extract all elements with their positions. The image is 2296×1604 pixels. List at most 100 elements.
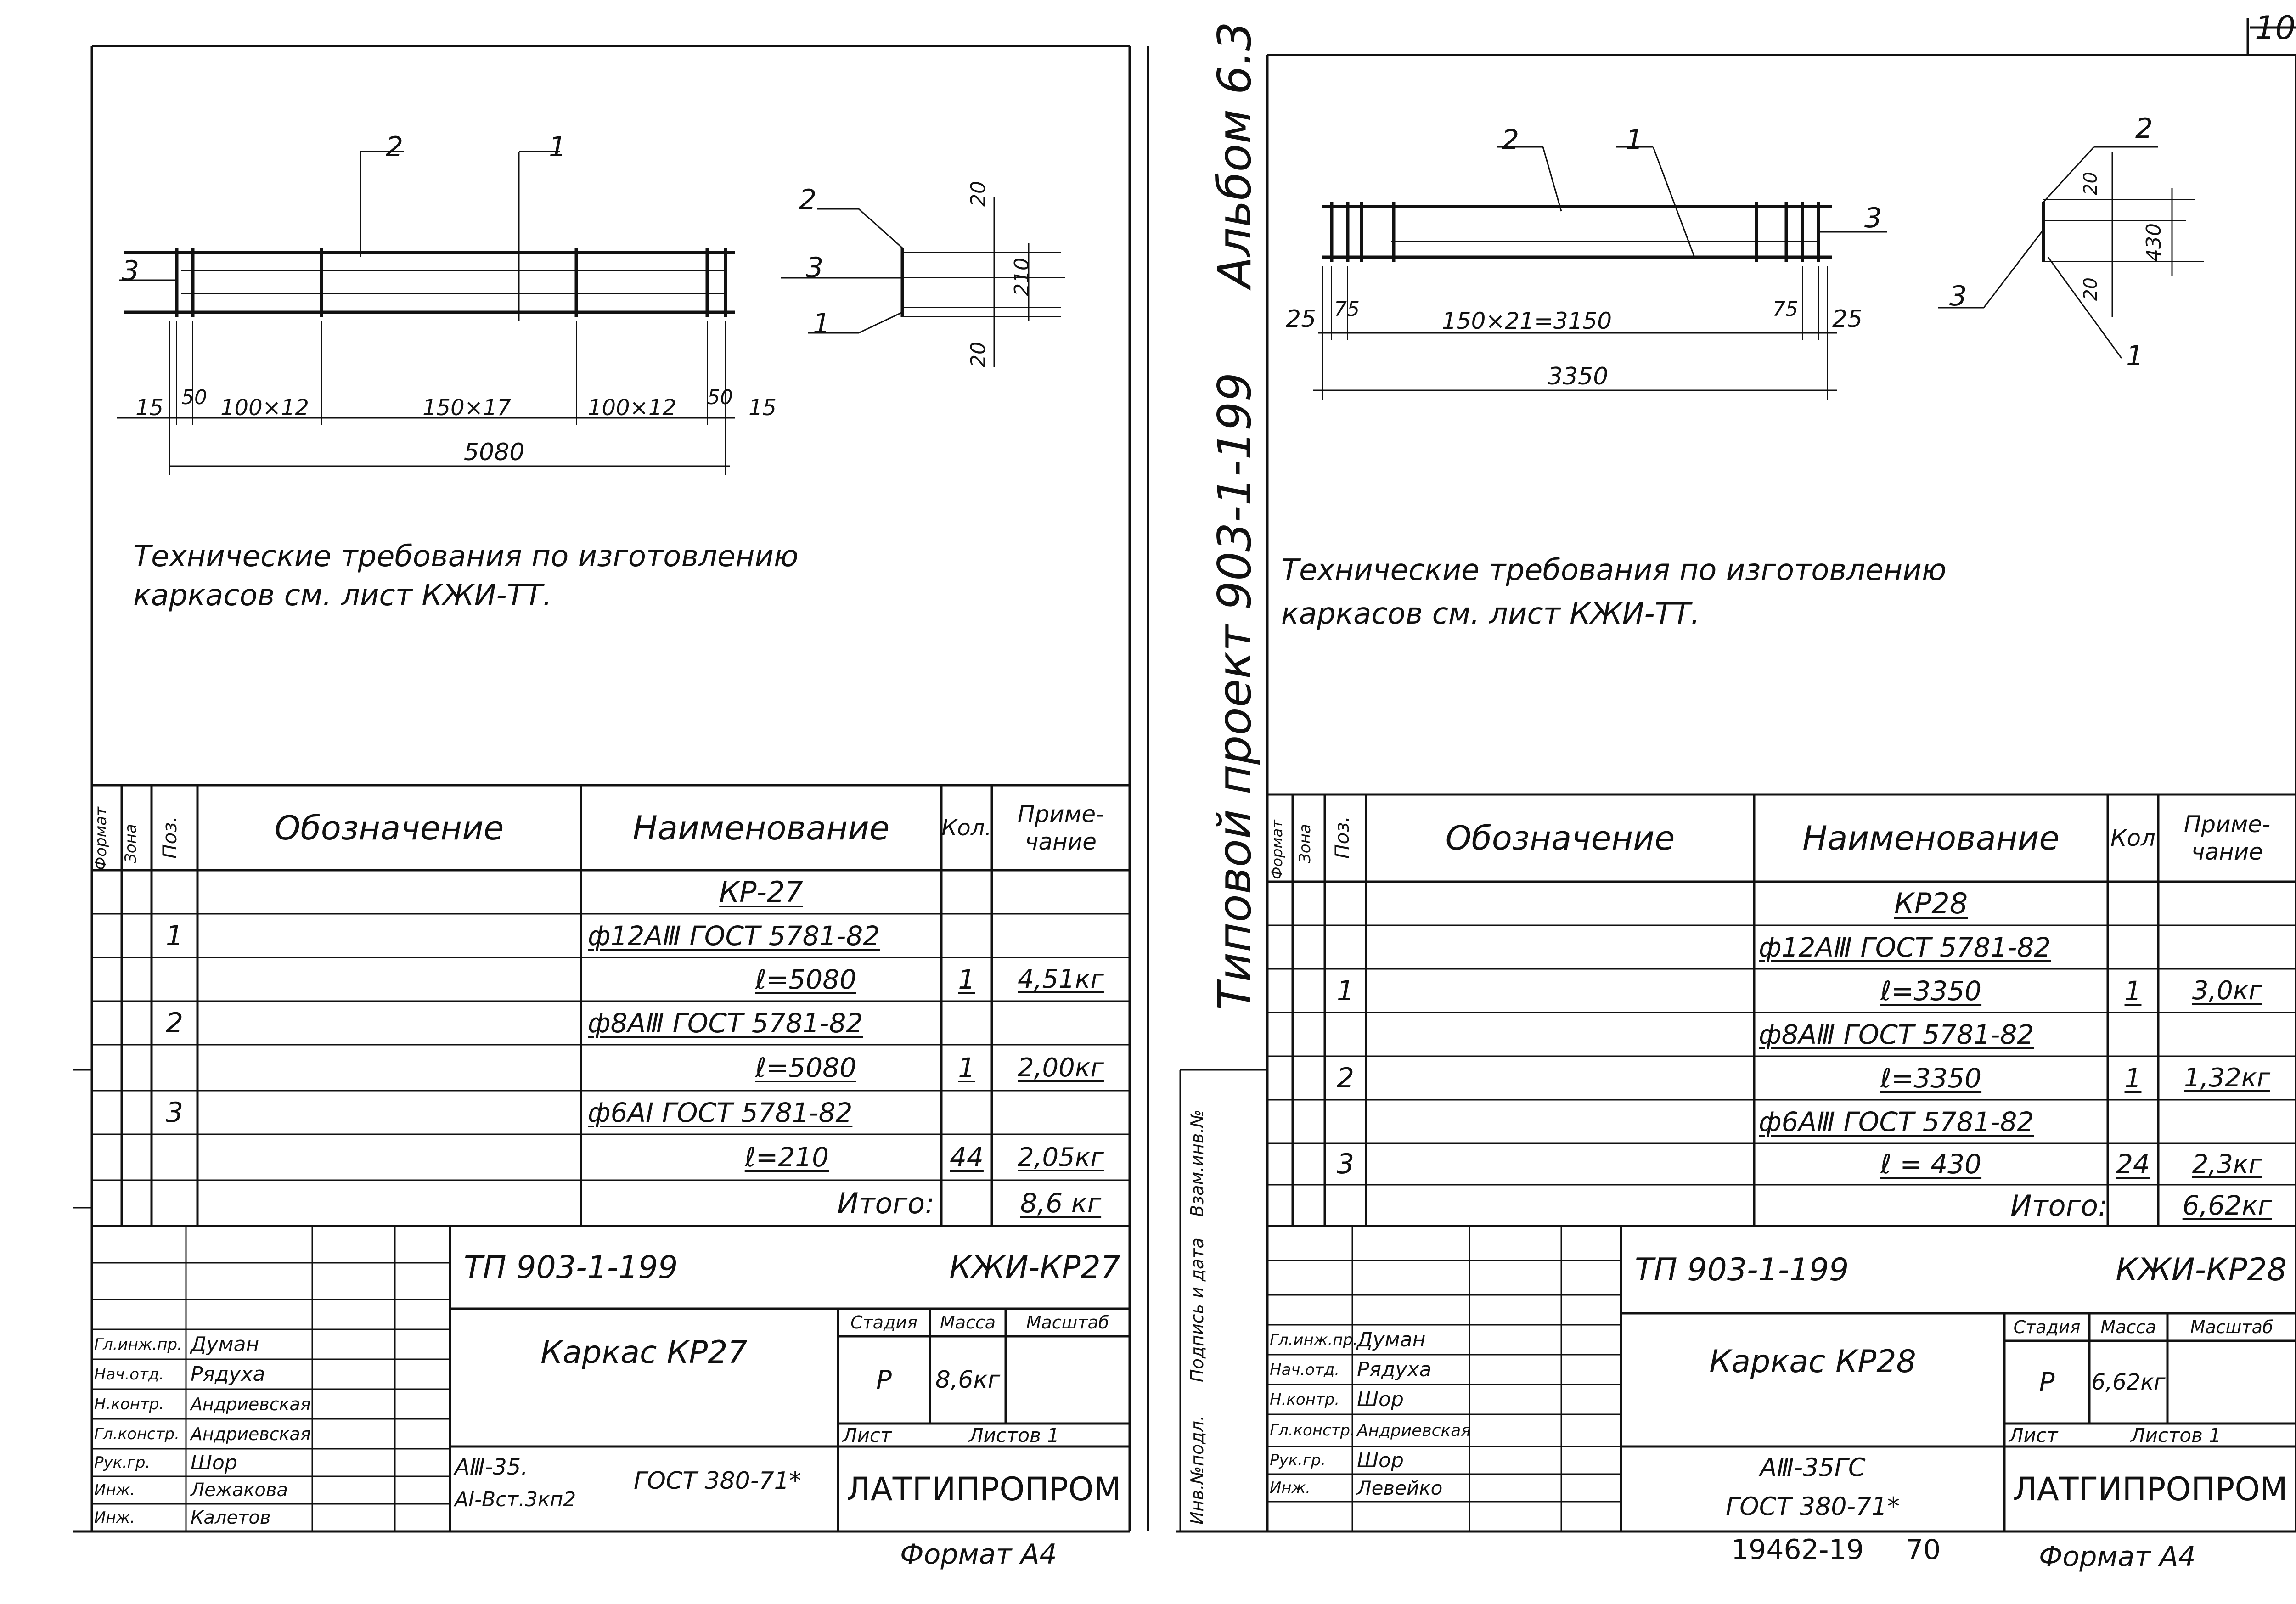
kr27-row5-name: ф6АⅠ ГОСТ 5781-82 <box>588 1097 853 1128</box>
kr28-row3-name: ф8АⅢ ГОСТ 5781-82 <box>1759 1019 2034 1050</box>
kr27-title-block-rows <box>73 1069 450 1531</box>
side-label-inventory: Инв.№подл. <box>1187 1415 1207 1525</box>
kr27-row2-note: 4,51кг <box>1018 964 1104 994</box>
kr28-role-0: Гл.инж.пр. <box>1270 1330 1358 1349</box>
kr27-spec-title: КР-27 <box>719 875 803 909</box>
kr28-row2-pos: 1 <box>1336 974 1355 1007</box>
project-label: Типовой проект 903-1-199 <box>1208 372 1261 1010</box>
kr28-material-gost: ГОСТ 380-71* <box>1726 1491 1900 1521</box>
kr28-total-value: 6,62кг <box>2182 1190 2272 1221</box>
kr28-role-4: Рук.гр. <box>1270 1451 1326 1469</box>
kr27-person-4: Шор <box>191 1451 237 1475</box>
side-label-signature: Подпись и дата <box>1187 1238 1207 1382</box>
kr27-header-zone: Зона <box>122 824 140 863</box>
kr28-dim-25-right: 25 <box>1832 305 1863 333</box>
kr28-sheets-label: Листов 1 <box>2131 1424 2221 1446</box>
kr27-spec-grid <box>92 784 1130 1227</box>
kr27-dim-100x12-right: 100×12 <box>588 395 676 421</box>
kr27-row1-pos: 1 <box>165 919 184 952</box>
left-sheet-frame <box>73 45 1149 1533</box>
kr27-mass-label: Масса <box>940 1312 996 1333</box>
kr27-dim-total: 5080 <box>464 439 525 466</box>
kr27-role-1: Нач.отд. <box>94 1365 164 1384</box>
kr27-person-2: Андриевская <box>191 1394 311 1414</box>
kr28-row6-pos: 3 <box>1336 1148 1355 1180</box>
page-number: 104 <box>2255 9 2296 47</box>
kr27-role-4: Рук.гр. <box>94 1453 151 1472</box>
kr27-format: Формат А4 <box>900 1538 1057 1570</box>
kr27-row6-note: 2,05кг <box>1018 1142 1104 1172</box>
kr27-header-pos: Поз. <box>158 816 181 859</box>
kr28-spec-rows <box>1267 924 2296 1186</box>
kr27-organization: ЛАТГИПРОПРОМ <box>846 1470 1121 1508</box>
kr28-row2-qty: 1 <box>2124 975 2142 1007</box>
kr28-row1-name: ф12АⅢ ГОСТ 5781-82 <box>1759 931 2051 963</box>
kr28-header-pos: Поз. <box>1331 816 1353 859</box>
kr27-mass: 8,6кг <box>935 1366 1001 1394</box>
kr28-section-dim-20-bottom: 20 <box>2080 277 2101 301</box>
kr28-dim-75-left: 75 <box>1334 298 1360 321</box>
kr27-total-value: 8,6 кг <box>1020 1188 1102 1219</box>
kr28-sheet-code: КЖИ-КР28 <box>2116 1251 2287 1288</box>
kr28-row4-name: ℓ=3350 <box>1880 1062 1982 1094</box>
kr27-header-note: Приме-чание <box>1017 800 1104 855</box>
kr28-drawing-name: Каркас КР28 <box>1709 1343 1916 1380</box>
archive-sheet-number: 70 <box>1906 1534 1941 1566</box>
kr27-position-3: 3 <box>122 255 140 287</box>
kr27-position-1: 1 <box>549 131 567 163</box>
kr28-person-1: Рядуха <box>1357 1358 1432 1381</box>
kr28-header-format: Формат <box>1268 820 1286 879</box>
kr28-stage-label: Стадия <box>2013 1317 2081 1337</box>
kr27-tech-requirements-line2: каркасов см. лист КЖИ-ТТ. <box>133 579 552 613</box>
kr28-section-dim-20-top: 20 <box>2080 172 2101 195</box>
kr27-row5-pos: 3 <box>165 1096 184 1129</box>
kr27-position-2: 2 <box>386 131 404 163</box>
kr27-tech-requirements-line1: Технические требования по изготовлению <box>133 540 799 574</box>
kr28-row4-qty: 1 <box>2124 1062 2142 1094</box>
kr28-stage: Р <box>2039 1367 2055 1397</box>
kr27-dim-150x17: 150×17 <box>422 395 511 421</box>
kr28-section-position-2: 2 <box>2135 113 2153 145</box>
kr28-spec-title: КР28 <box>1894 887 1968 920</box>
kr28-format: Формат А4 <box>2039 1541 2196 1573</box>
kr27-section-position-3: 3 <box>806 252 824 284</box>
kr27-role-0: Гл.инж.пр. <box>94 1335 182 1354</box>
kr27-dim-50-right: 50 <box>707 386 733 409</box>
kr27-header-name: Наименование <box>632 808 890 847</box>
kr28-cage-section <box>1938 146 2204 359</box>
kr28-project-code: ТП 903-1-199 <box>1635 1251 1849 1288</box>
kr27-row4-name: ℓ=5080 <box>755 1052 856 1083</box>
kr28-header-zone: Зона <box>1296 824 1314 863</box>
kr28-header-note: Приме-чание <box>2183 811 2271 865</box>
kr27-dim-15-right: 15 <box>748 395 777 421</box>
kr27-person-0: Думан <box>191 1333 259 1356</box>
album-label: Типовой проект 903-1-199 Альбом 6.3 <box>1208 22 1261 1010</box>
kr28-title-block-rows <box>1179 1069 1621 1531</box>
kr27-scale-label: Масштаб <box>1026 1312 1109 1333</box>
kr27-sheet-label: Лист <box>843 1424 892 1446</box>
kr27-dim-50-left: 50 <box>181 386 207 409</box>
kr27-stage-label: Стадия <box>850 1312 917 1333</box>
kr28-mass-label: Масса <box>2100 1317 2156 1337</box>
kr27-section-dim-20-bottom: 20 <box>967 342 990 367</box>
kr27-material-1: АⅢ-35. <box>455 1454 528 1480</box>
kr28-person-0: Думан <box>1357 1328 1426 1351</box>
kr28-material-1: АⅢ-35ГС <box>1760 1452 1866 1482</box>
kr27-dim-15-left: 15 <box>135 395 164 421</box>
kr28-role-2: Н.контр. <box>1270 1390 1340 1409</box>
kr28-header-name: Наименование <box>1802 819 2060 857</box>
kr28-row5-name: ф6АⅢ ГОСТ 5781-82 <box>1759 1106 2034 1137</box>
kr28-person-5: Левейко <box>1357 1476 1443 1499</box>
kr27-project-code: ТП 903-1-199 <box>464 1249 678 1286</box>
kr27-row2-name: ℓ=5080 <box>755 963 856 995</box>
kr27-person-5: Лежакова <box>191 1480 288 1501</box>
kr28-title-block-grid <box>1620 1226 2296 1531</box>
archive-code: 19462-19 <box>1731 1534 1864 1566</box>
kr28-spec-grid <box>1267 793 2296 1227</box>
kr27-person-1: Рядуха <box>191 1362 265 1386</box>
side-label-replace: Взам.инв.№ <box>1187 1109 1207 1217</box>
kr27-row4-note: 2,00кг <box>1018 1052 1104 1083</box>
kr28-row6-qty: 24 <box>2116 1148 2150 1180</box>
kr27-row1-name: ф12АⅢ ГОСТ 5781-82 <box>588 920 880 951</box>
